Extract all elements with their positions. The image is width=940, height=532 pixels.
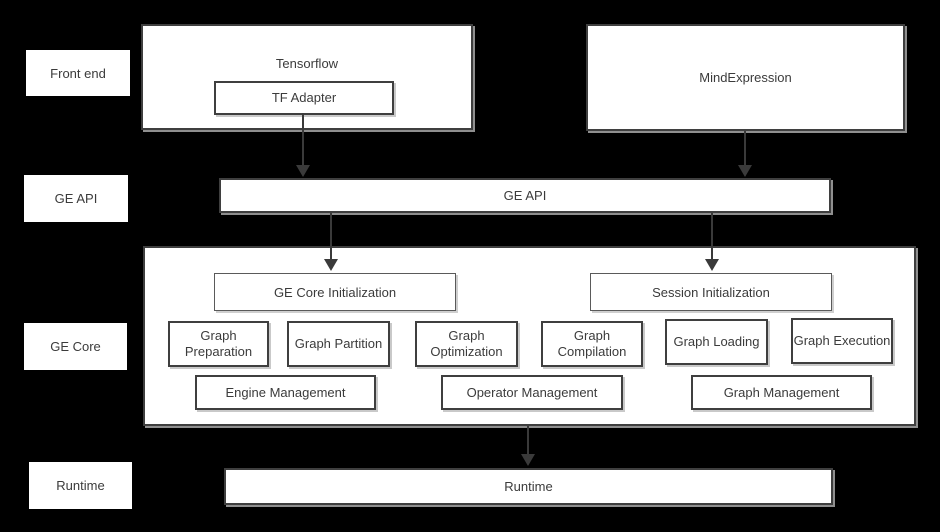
ge-core-box: GE Core Initialization Session Initializ… xyxy=(143,246,916,426)
tensorflow-label: Tensorflow xyxy=(275,56,339,71)
graph-compilation-box: Graph Compilation xyxy=(541,321,643,367)
ge-api-bar: GE API xyxy=(219,178,831,213)
arrow-ge-api-to-session-initialization xyxy=(705,213,719,271)
mindexpression-box: MindExpression xyxy=(586,24,905,131)
row-label-runtime: Runtime xyxy=(29,462,132,509)
row-label-front-end: Front end xyxy=(26,50,130,96)
operator-management-box: Operator Management xyxy=(441,375,623,410)
arrow-mindexpression-to-ge-api xyxy=(738,131,752,177)
arrow-ge-core-to-runtime xyxy=(521,426,535,466)
row-label-ge-core: GE Core xyxy=(24,323,127,370)
graph-partition-box: Graph Partition xyxy=(287,321,390,367)
tf-adapter-box: TF Adapter xyxy=(214,81,394,115)
graph-loading-box: Graph Loading xyxy=(665,319,768,365)
arrow-tf-adapter-to-ge-api xyxy=(296,113,310,177)
ge-core-initialization-box: GE Core Initialization xyxy=(214,273,456,311)
graph-execution-box: Graph Execution xyxy=(791,318,893,364)
runtime-bar: Runtime xyxy=(224,468,833,505)
tensorflow-box: Tensorflow TF Adapter xyxy=(141,24,473,130)
graph-management-box: Graph Management xyxy=(691,375,872,410)
graph-optimization-box: Graph Optimization xyxy=(415,321,518,367)
engine-management-box: Engine Management xyxy=(195,375,376,410)
graph-preparation-box: Graph Preparation xyxy=(168,321,269,367)
arrow-ge-api-to-ge-core-initialization xyxy=(324,213,338,271)
session-initialization-box: Session Initialization xyxy=(590,273,832,311)
row-label-ge-api: GE API xyxy=(24,175,128,222)
